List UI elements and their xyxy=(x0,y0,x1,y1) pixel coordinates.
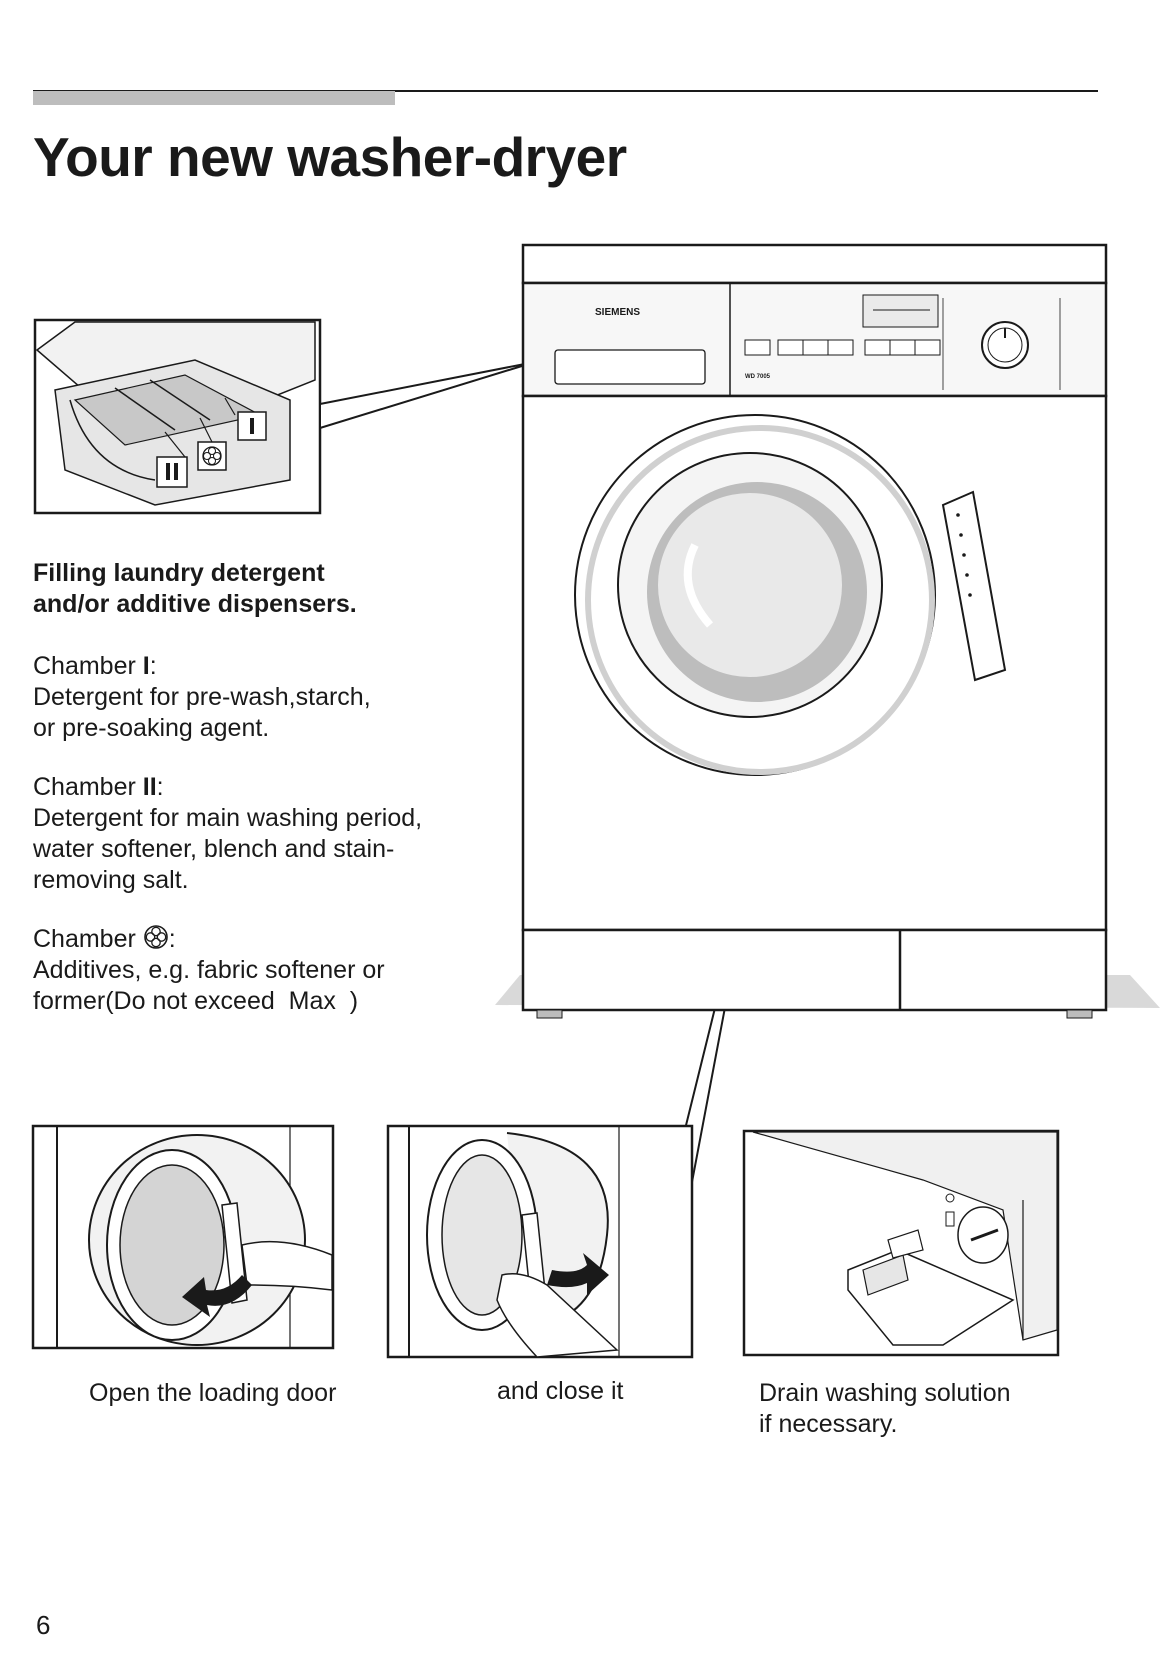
chamber3-title: Chamber : xyxy=(33,925,176,953)
detergent-drawer-handle xyxy=(554,349,706,385)
chamber1-title: Chamber I: xyxy=(33,652,157,680)
close-arrow-icon xyxy=(547,1253,609,1295)
dispenser-drawer-illustration xyxy=(33,318,322,515)
caption-drain-line1: Drain washing solution xyxy=(759,1379,1011,1407)
page-number: 6 xyxy=(36,1610,51,1640)
open-arrow-icon xyxy=(182,1275,252,1317)
drain-illustration xyxy=(742,1129,1060,1357)
caption-drain: Drain washing solution if necessary. xyxy=(759,1378,1011,1440)
chamber2-desc-line1: Detergent for main washing period, xyxy=(33,804,423,832)
caption-drain-line2: if necessary. xyxy=(759,1410,898,1438)
door-handle xyxy=(941,490,1007,682)
dispenser-heading-line2: and/or additive dispensers. xyxy=(33,590,357,618)
control-panel xyxy=(744,294,1061,390)
model-number: WD 7005 xyxy=(745,374,771,380)
display-screen xyxy=(862,294,939,328)
flower-softener-icon xyxy=(143,925,168,949)
chamber1-desc-line1: Detergent for pre-wash,starch, xyxy=(33,683,371,711)
header-accent-bar xyxy=(33,91,395,105)
open-door-illustration xyxy=(31,1124,335,1350)
flower-softener-icon xyxy=(202,446,222,466)
chamber1-desc-line2: or pre-soaking agent. xyxy=(33,714,270,742)
dispenser-heading-line1: Filling laundry detergent xyxy=(33,559,325,587)
header-rule xyxy=(33,90,1098,92)
brand-logo: SIEMENS xyxy=(595,307,640,318)
caption-open-door: Open the loading door xyxy=(89,1379,337,1407)
chamber2-title: Chamber II: xyxy=(33,773,164,801)
chamber3-desc-line2: former(Do not exceed Max ) xyxy=(33,987,359,1015)
close-door-illustration xyxy=(386,1124,694,1359)
page-title: Your new washer-dryer xyxy=(33,126,627,188)
chamber2-desc-line2: water softener, blench and stain- xyxy=(33,835,395,863)
dispenser-instructions: Filling laundry detergent and/or additiv… xyxy=(33,558,493,1017)
washer-dryer-illustration: SIEMENS WD 7005 xyxy=(495,243,1160,1019)
chamber2-desc-line3: removing salt. xyxy=(33,866,189,894)
chamber3-desc-line1: Additives, e.g. fabric softener or xyxy=(33,956,385,984)
program-dial xyxy=(981,321,1029,369)
caption-close-door: and close it xyxy=(497,1377,624,1405)
